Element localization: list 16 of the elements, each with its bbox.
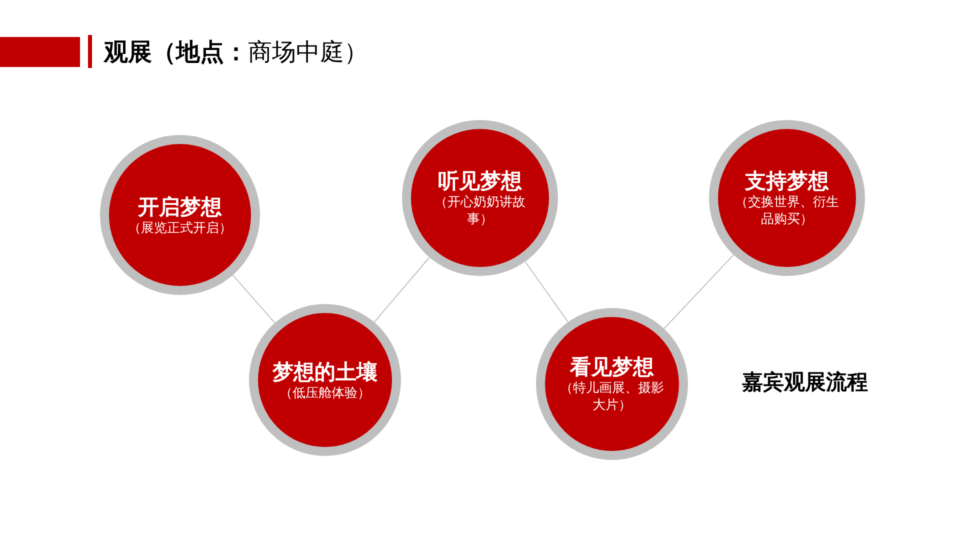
title: 观展（地点：商场中庭） xyxy=(104,37,368,68)
connector-line xyxy=(664,254,734,330)
connector-line xyxy=(524,261,569,323)
step-heading: 看见梦想 xyxy=(570,354,654,380)
connector-line xyxy=(232,274,276,324)
step-heading: 支持梦想 xyxy=(745,168,829,194)
step-heading: 梦想的土壤 xyxy=(272,358,378,384)
connector-line xyxy=(374,256,430,323)
step-subtitle: （展览正式开启） xyxy=(128,220,232,236)
step-subtitle: （低压舱体验） xyxy=(280,384,370,402)
step-subtitle: （特儿画展、摄影大片） xyxy=(559,380,665,414)
flow-caption: 嘉宾观展流程 xyxy=(742,369,868,396)
step-subtitle: （交换世界、衍生品购买） xyxy=(734,194,840,228)
step-heading: 开启梦想 xyxy=(138,194,222,220)
step-heading: 听见梦想 xyxy=(438,168,522,194)
step-subtitle: （开心奶奶讲故事） xyxy=(434,194,526,228)
